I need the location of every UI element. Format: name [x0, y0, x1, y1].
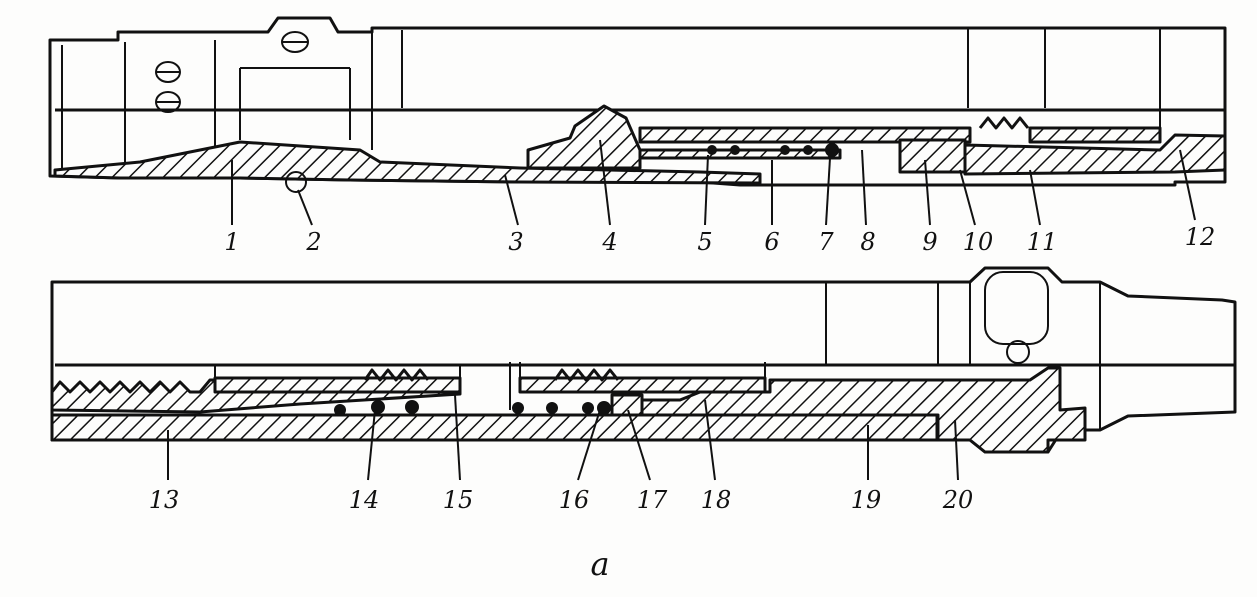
part-label-1: 1 — [224, 228, 239, 256]
upper-slip-teeth — [978, 116, 1030, 130]
lower-assembly — [50, 266, 1237, 481]
ball-icon — [803, 145, 813, 155]
ball-icon — [334, 404, 346, 416]
ball-icon — [707, 145, 717, 155]
part-label-3: 3 — [508, 228, 523, 256]
part-label-5: 5 — [697, 228, 712, 256]
upper-cylinder-wall — [638, 126, 972, 144]
part-label-6: 6 — [764, 228, 779, 256]
part-label-4: 4 — [601, 228, 617, 256]
part-label-15: 15 — [443, 486, 474, 514]
lower-slip-teeth — [363, 368, 430, 382]
ball-icon — [730, 145, 740, 155]
ball-icon — [512, 402, 524, 414]
part-label-9: 9 — [922, 228, 937, 256]
part-label-18: 18 — [701, 486, 732, 514]
upper-leader-lines — [231, 139, 1196, 226]
part-label-19: 19 — [851, 486, 882, 514]
part-label-14: 14 — [349, 486, 380, 514]
part-label-7: 7 — [818, 228, 834, 256]
part-label-17: 17 — [637, 486, 668, 514]
upper-section-left-wall — [53, 140, 762, 185]
ball-icon — [780, 145, 790, 155]
upper-right-sleeve — [963, 133, 1227, 176]
upper-lock-block — [898, 138, 967, 174]
part-label-2: 2 — [305, 228, 321, 256]
part-label-11: 11 — [1027, 228, 1058, 256]
upper-sleeve-wall — [1028, 126, 1162, 144]
lower-slip-teeth — [553, 368, 620, 382]
part-label-12: 12 — [1185, 223, 1216, 251]
lower-nut — [984, 271, 1049, 345]
lower-leader-lines — [167, 394, 959, 481]
lower-stem — [640, 366, 1087, 454]
bolt-icon — [1006, 340, 1030, 364]
upper-assembly — [48, 16, 1227, 226]
part-label-8: 8 — [860, 228, 875, 256]
ball-icon — [546, 402, 558, 414]
ball-icon — [405, 400, 419, 414]
upper-piston-sleeve — [526, 104, 642, 170]
lower-mandrel — [50, 413, 939, 442]
part-label-20: 20 — [942, 486, 974, 514]
part-label-16: 16 — [559, 486, 590, 514]
figure-label: a — [590, 545, 609, 583]
lower-piston-ring — [610, 393, 644, 417]
pin-icon — [285, 171, 307, 193]
ball-icon — [371, 400, 385, 414]
lower-cylinder-left — [213, 376, 462, 394]
ball-icon — [582, 402, 594, 414]
ball-icon — [825, 143, 839, 157]
part-label-10: 10 — [963, 228, 994, 256]
part-label-13: 13 — [149, 486, 180, 514]
